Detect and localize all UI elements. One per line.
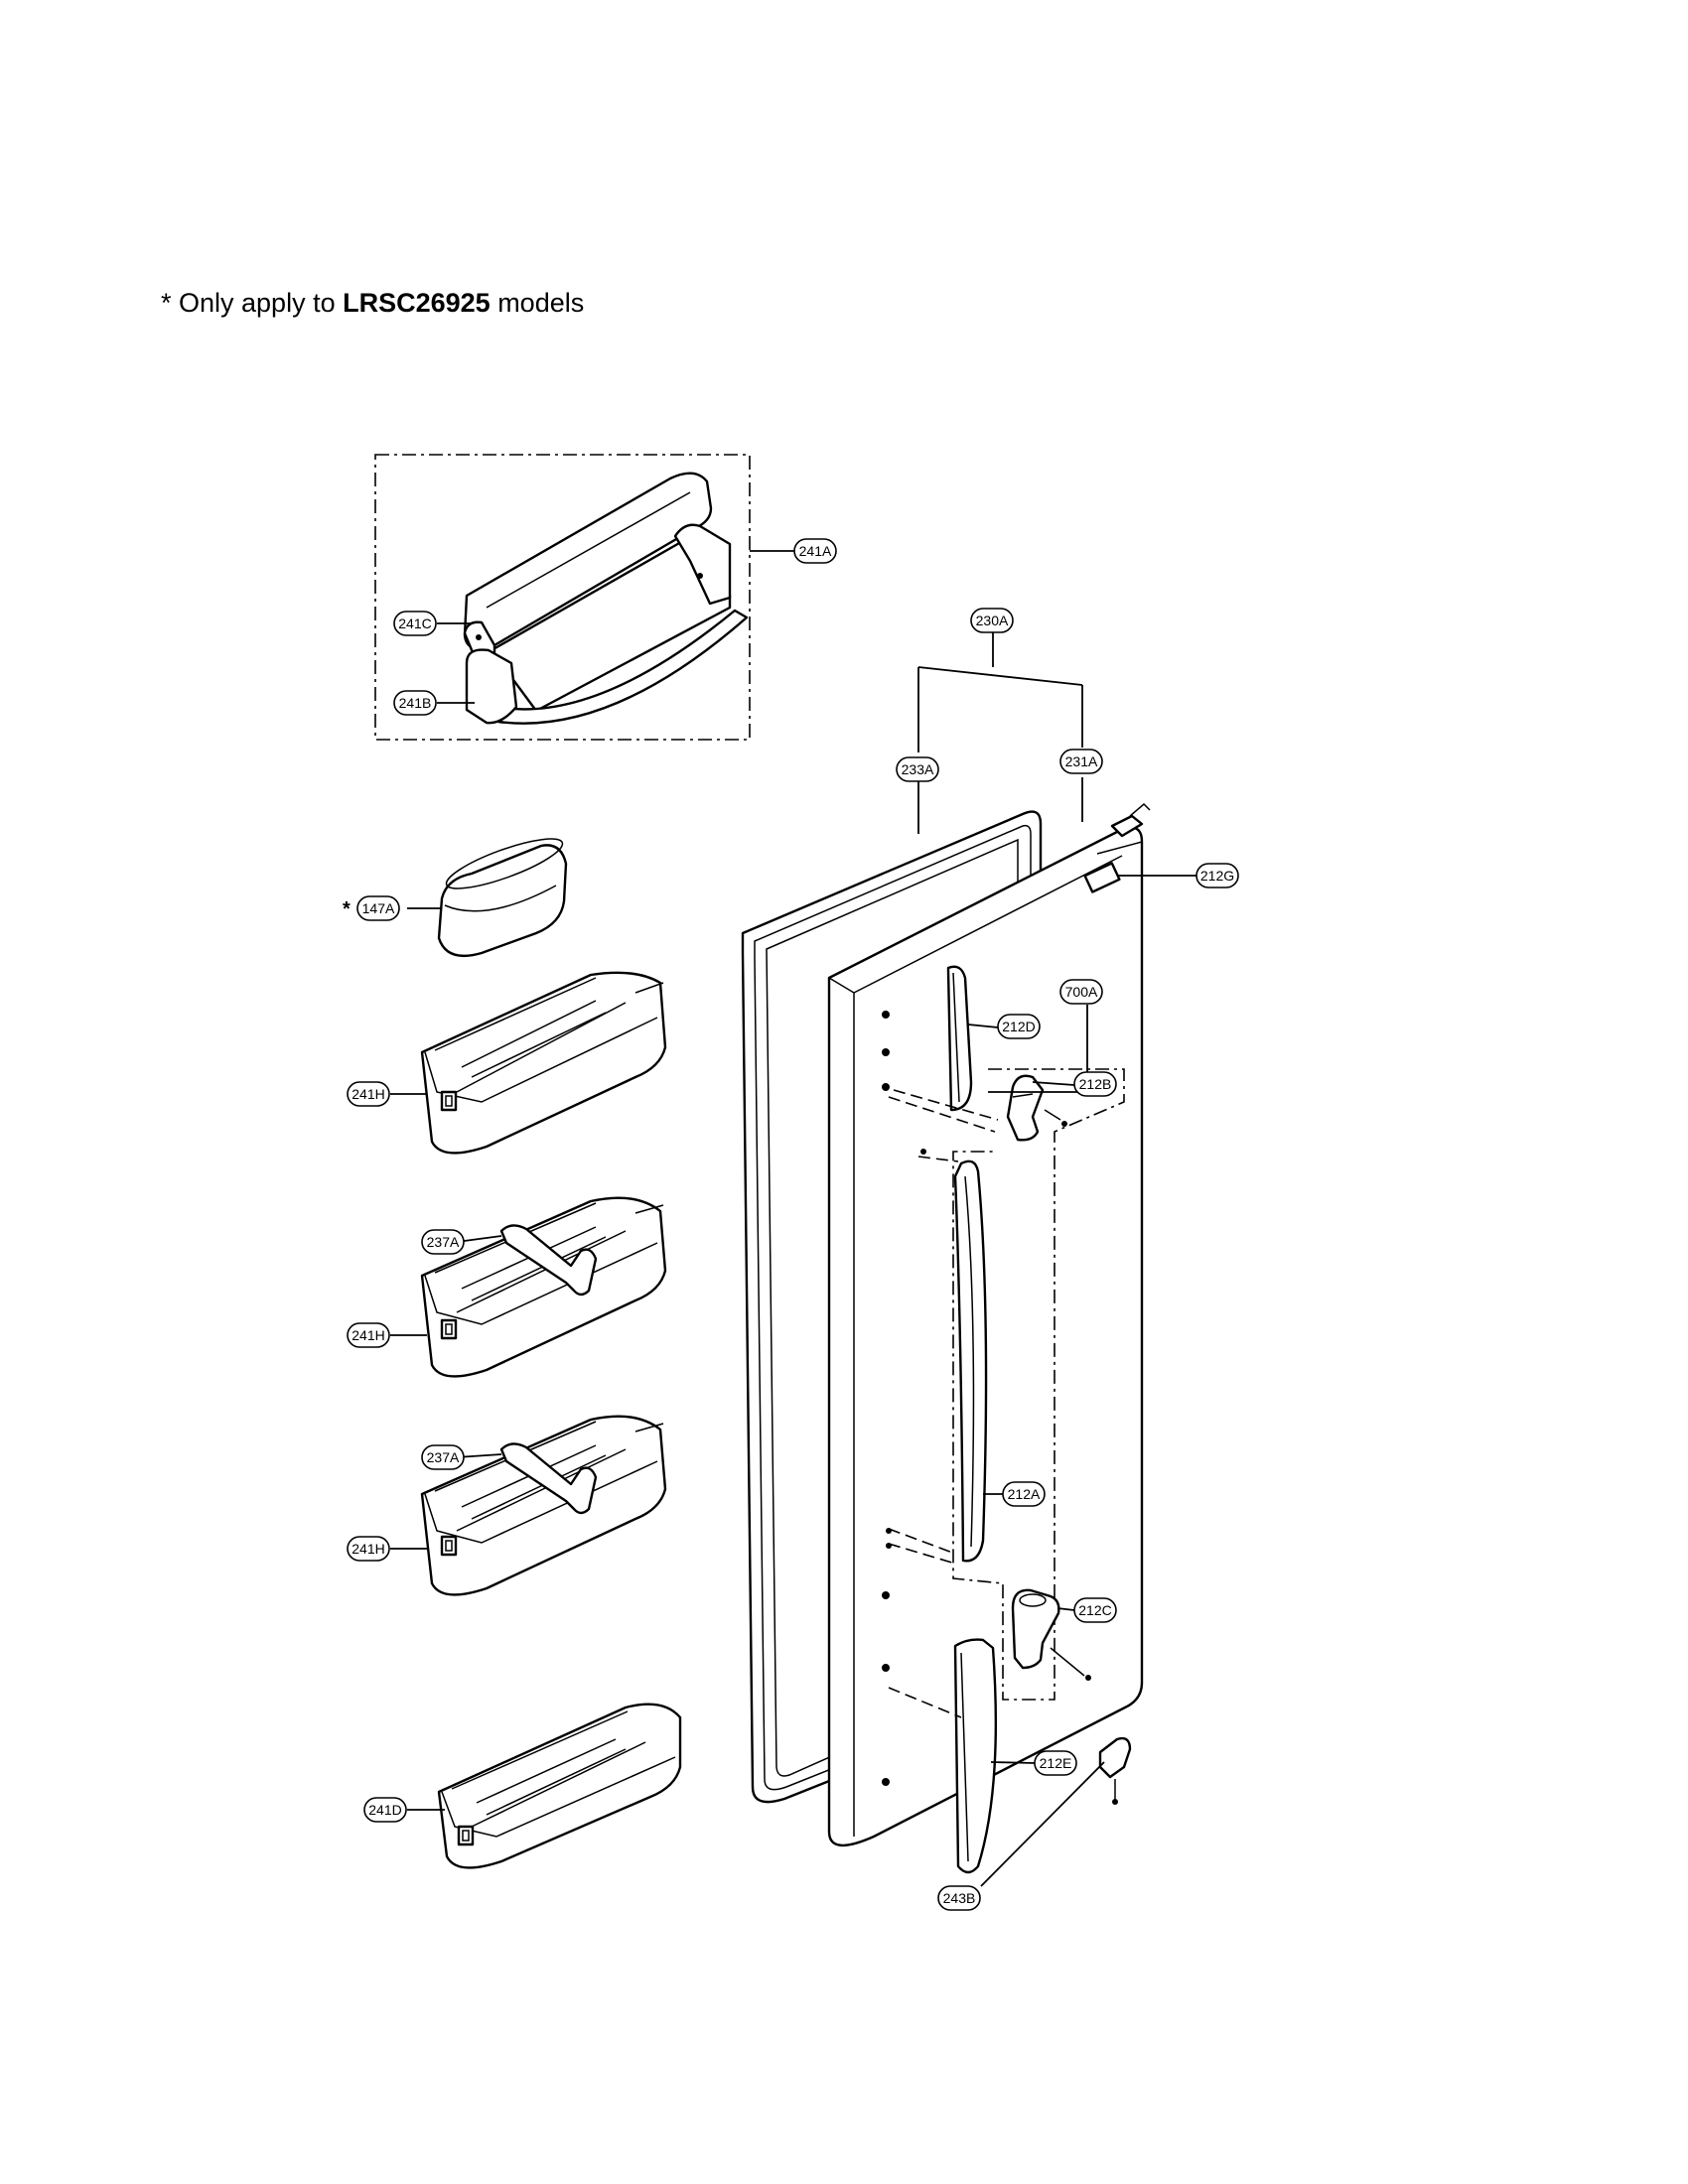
handle-assembly-bracket	[952, 1068, 1125, 1701]
callout-243b: 243B	[937, 1885, 981, 1911]
door-bin-4-part	[437, 1703, 682, 1869]
svg-text:212E: 212E	[1040, 1755, 1072, 1771]
callout-147a: * 147A	[343, 895, 400, 921]
svg-text:241H: 241H	[352, 1327, 384, 1343]
callout-241d: 241D	[363, 1797, 407, 1823]
svg-text:237A: 237A	[427, 1234, 460, 1250]
note-model: LRSC26925	[343, 288, 491, 318]
note-suffix: models	[490, 288, 585, 318]
door-bin-3-part	[420, 1415, 667, 1596]
svg-text:212B: 212B	[1079, 1076, 1112, 1092]
main-handle-part	[886, 1149, 988, 1565]
callout-231a: 231A	[1059, 749, 1103, 774]
svg-text:241B: 241B	[399, 695, 432, 711]
small-bin-part	[437, 838, 568, 958]
callout-241h-3: 241H	[347, 1536, 390, 1562]
svg-text:212D: 212D	[1002, 1019, 1035, 1034]
callout-237a-2: 237A	[421, 1444, 465, 1470]
callout-212g: 212G	[1196, 863, 1239, 888]
callout-241h-2: 241H	[347, 1322, 390, 1348]
dairy-bin-part	[463, 472, 749, 725]
svg-text:147A: 147A	[362, 900, 395, 916]
callout-241b: 241B	[393, 690, 437, 716]
svg-text:212G: 212G	[1200, 868, 1234, 884]
handle-bracket-lower-part	[1011, 1588, 1091, 1681]
svg-text:237A: 237A	[427, 1449, 460, 1465]
svg-text:241H: 241H	[352, 1541, 384, 1557]
svg-text:230A: 230A	[976, 613, 1009, 628]
door-bin-1-part	[420, 971, 667, 1155]
callout-212a: 212A	[1002, 1481, 1046, 1507]
callout-212d: 212D	[997, 1014, 1041, 1039]
svg-text:212C: 212C	[1078, 1602, 1111, 1618]
svg-text:233A: 233A	[902, 761, 934, 777]
svg-text:241C: 241C	[398, 615, 431, 631]
svg-text:241H: 241H	[352, 1086, 384, 1102]
note-prefix: * Only apply to	[161, 288, 344, 318]
callout-700a: 700A	[1059, 979, 1103, 1005]
handle-cap-lower-part	[888, 1638, 998, 1874]
svg-text:231A: 231A	[1065, 753, 1098, 769]
model-note: * Only apply to LRSC26925 models	[161, 288, 584, 319]
callout-237a-1: 237A	[421, 1229, 465, 1255]
callout-233a: 233A	[896, 756, 939, 782]
callout-212c: 212C	[1073, 1597, 1117, 1623]
handle-cap-upper-part	[888, 965, 999, 1133]
callout-212e: 212E	[1034, 1750, 1077, 1776]
group-box-241a	[374, 454, 751, 741]
svg-text:241A: 241A	[799, 543, 832, 559]
callout-241h-1: 241H	[347, 1081, 390, 1107]
door-bin-2-part	[420, 1196, 667, 1378]
callout-230a: 230A	[970, 608, 1014, 633]
callout-241c: 241C	[393, 611, 437, 636]
svg-text:700A: 700A	[1065, 984, 1098, 1000]
leader-lines	[390, 550, 1196, 1887]
svg-text:212A: 212A	[1008, 1486, 1041, 1502]
svg-text:243B: 243B	[943, 1890, 976, 1906]
hinge-part	[1098, 1736, 1132, 1805]
svg-text:*: *	[343, 898, 351, 920]
svg-text:241D: 241D	[368, 1802, 401, 1818]
callout-212b: 212B	[1073, 1071, 1117, 1097]
callout-241a: 241A	[793, 538, 837, 564]
